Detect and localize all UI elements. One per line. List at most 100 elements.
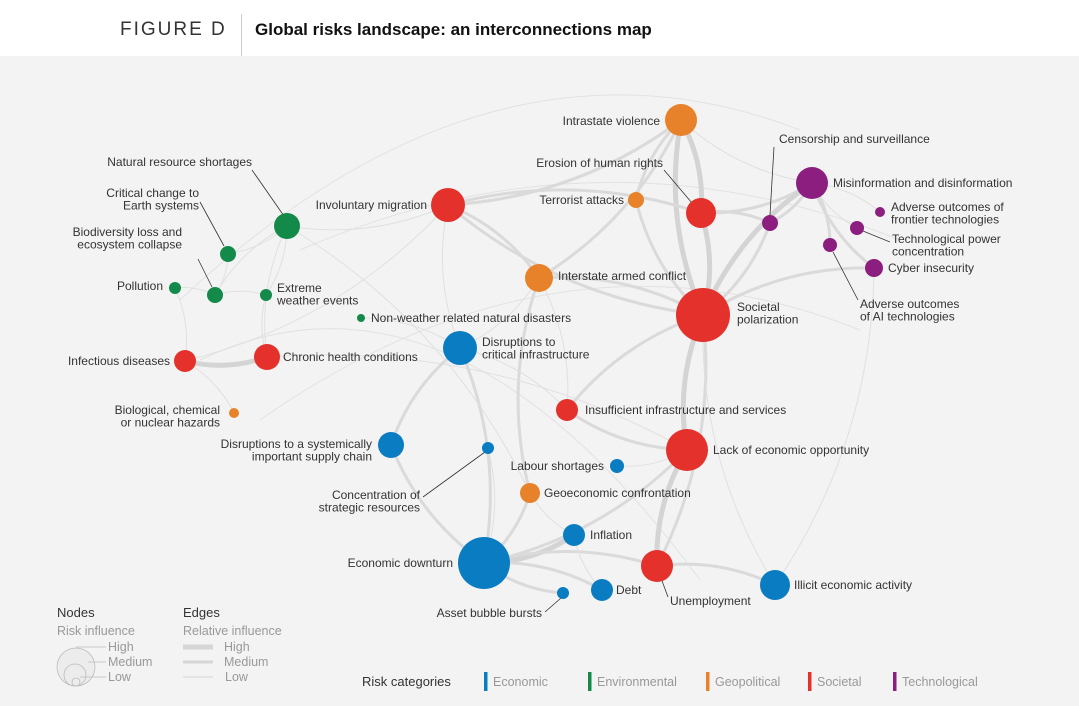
risk-node[interactable] <box>174 350 196 372</box>
edge <box>299 181 901 251</box>
risk-node[interactable] <box>823 238 837 252</box>
risk-label: Non-weather related natural disasters <box>371 311 571 325</box>
edge <box>656 562 776 587</box>
risk-label: Debt <box>616 583 642 597</box>
risk-label-line: Labour shortages <box>511 459 604 473</box>
risk-label-line: Lack of economic opportunity <box>713 443 869 457</box>
legend-node-level: High <box>108 640 134 654</box>
risk-label-line: Involuntary migration <box>316 198 427 212</box>
risk-node[interactable] <box>169 282 181 294</box>
page-title: Global risks landscape: an interconnecti… <box>255 20 652 39</box>
risk-label-line: Biological, chemical <box>115 403 220 417</box>
risk-label-line: Concentration of <box>332 488 421 502</box>
risk-node[interactable] <box>591 579 613 601</box>
leader-line <box>769 146 775 216</box>
risk-label-line: Economic downturn <box>348 556 453 570</box>
risk-node[interactable] <box>796 167 828 199</box>
risk-node[interactable] <box>762 215 778 231</box>
edge <box>680 119 813 184</box>
risk-node[interactable] <box>357 314 365 322</box>
risk-label-line: Technological power <box>892 232 1001 246</box>
risk-node[interactable] <box>875 207 885 217</box>
risk-label: Lack of economic opportunity <box>713 443 869 457</box>
risk-label-line: Misinformation and disinformation <box>833 176 1012 190</box>
risk-node[interactable] <box>520 483 540 503</box>
risk-label-line: Cyber insecurity <box>888 261 974 275</box>
risk-node[interactable] <box>431 188 465 222</box>
risk-label-line: Debt <box>616 583 642 597</box>
risk-label-line: Chronic health conditions <box>283 350 418 364</box>
risk-node[interactable] <box>220 246 236 262</box>
risk-label-line: weather events <box>276 294 358 308</box>
legend-node-level: Low <box>108 670 132 684</box>
leader-line <box>422 451 486 498</box>
risk-node[interactable] <box>557 587 569 599</box>
category-swatch <box>484 672 488 691</box>
risk-label: Labour shortages <box>511 459 604 473</box>
risk-node[interactable] <box>378 432 404 458</box>
legend-nodes-title: Nodes <box>57 605 95 620</box>
category-label: Geopolitical <box>715 675 780 689</box>
risk-node[interactable] <box>760 570 790 600</box>
risk-node[interactable] <box>482 442 494 454</box>
header: FIGURE D Global risks landscape: an inte… <box>0 0 1079 56</box>
risk-node[interactable] <box>229 408 239 418</box>
risk-node[interactable] <box>610 459 624 473</box>
edge <box>538 119 683 280</box>
risk-node[interactable] <box>641 550 673 582</box>
nodes-layer <box>169 104 885 601</box>
edge <box>447 188 702 215</box>
risk-node[interactable] <box>665 104 697 136</box>
risk-label-line: or nuclear hazards <box>121 416 220 430</box>
risk-node[interactable] <box>207 287 223 303</box>
risk-node[interactable] <box>865 259 883 277</box>
risk-node[interactable] <box>686 198 716 228</box>
risk-label-line: ecosystem collapse <box>77 238 182 252</box>
risk-label: Censorship and surveillance <box>779 132 930 146</box>
risk-node[interactable] <box>254 344 280 370</box>
legend-categories-title: Risk categories <box>362 674 451 689</box>
risk-label-line: Critical change to <box>106 186 199 200</box>
risk-label: Cyber insecurity <box>888 261 974 275</box>
category-label: Environmental <box>597 675 677 689</box>
risk-node[interactable] <box>676 288 730 342</box>
risk-node[interactable] <box>563 524 585 546</box>
legend-node-size <box>56 647 96 687</box>
risk-label-line: important supply chain <box>252 450 372 464</box>
edge <box>458 347 492 564</box>
risk-label-line: Inflation <box>590 528 632 542</box>
risk-node[interactable] <box>443 331 477 365</box>
risk-label-line: Adverse outcomes of <box>891 200 1004 214</box>
legend-edges-title: Edges <box>183 605 220 620</box>
risk-label-line: Earth systems <box>123 199 199 213</box>
risk-node[interactable] <box>850 221 864 235</box>
risk-label: Inflation <box>590 528 632 542</box>
risk-node[interactable] <box>628 192 644 208</box>
risk-label: Involuntary migration <box>316 198 427 212</box>
legend-node-level: Medium <box>108 655 152 669</box>
risk-label: Chronic health conditions <box>283 350 418 364</box>
figure-label: FIGURE D <box>120 19 227 40</box>
legend-edge-level: High <box>224 640 250 654</box>
risk-label: Misinformation and disinformation <box>833 176 1012 190</box>
risk-label-line: Adverse outcomes <box>860 297 959 311</box>
risk-node[interactable] <box>666 429 708 471</box>
risk-node[interactable] <box>260 289 272 301</box>
risk-label: Economic downturn <box>348 556 453 570</box>
risk-node[interactable] <box>525 264 553 292</box>
edge <box>259 285 861 421</box>
risk-node[interactable] <box>274 213 300 239</box>
risk-node[interactable] <box>556 399 578 421</box>
risk-label: Intrastate violence <box>563 114 661 128</box>
edge <box>266 354 688 451</box>
risk-node[interactable] <box>458 537 510 589</box>
